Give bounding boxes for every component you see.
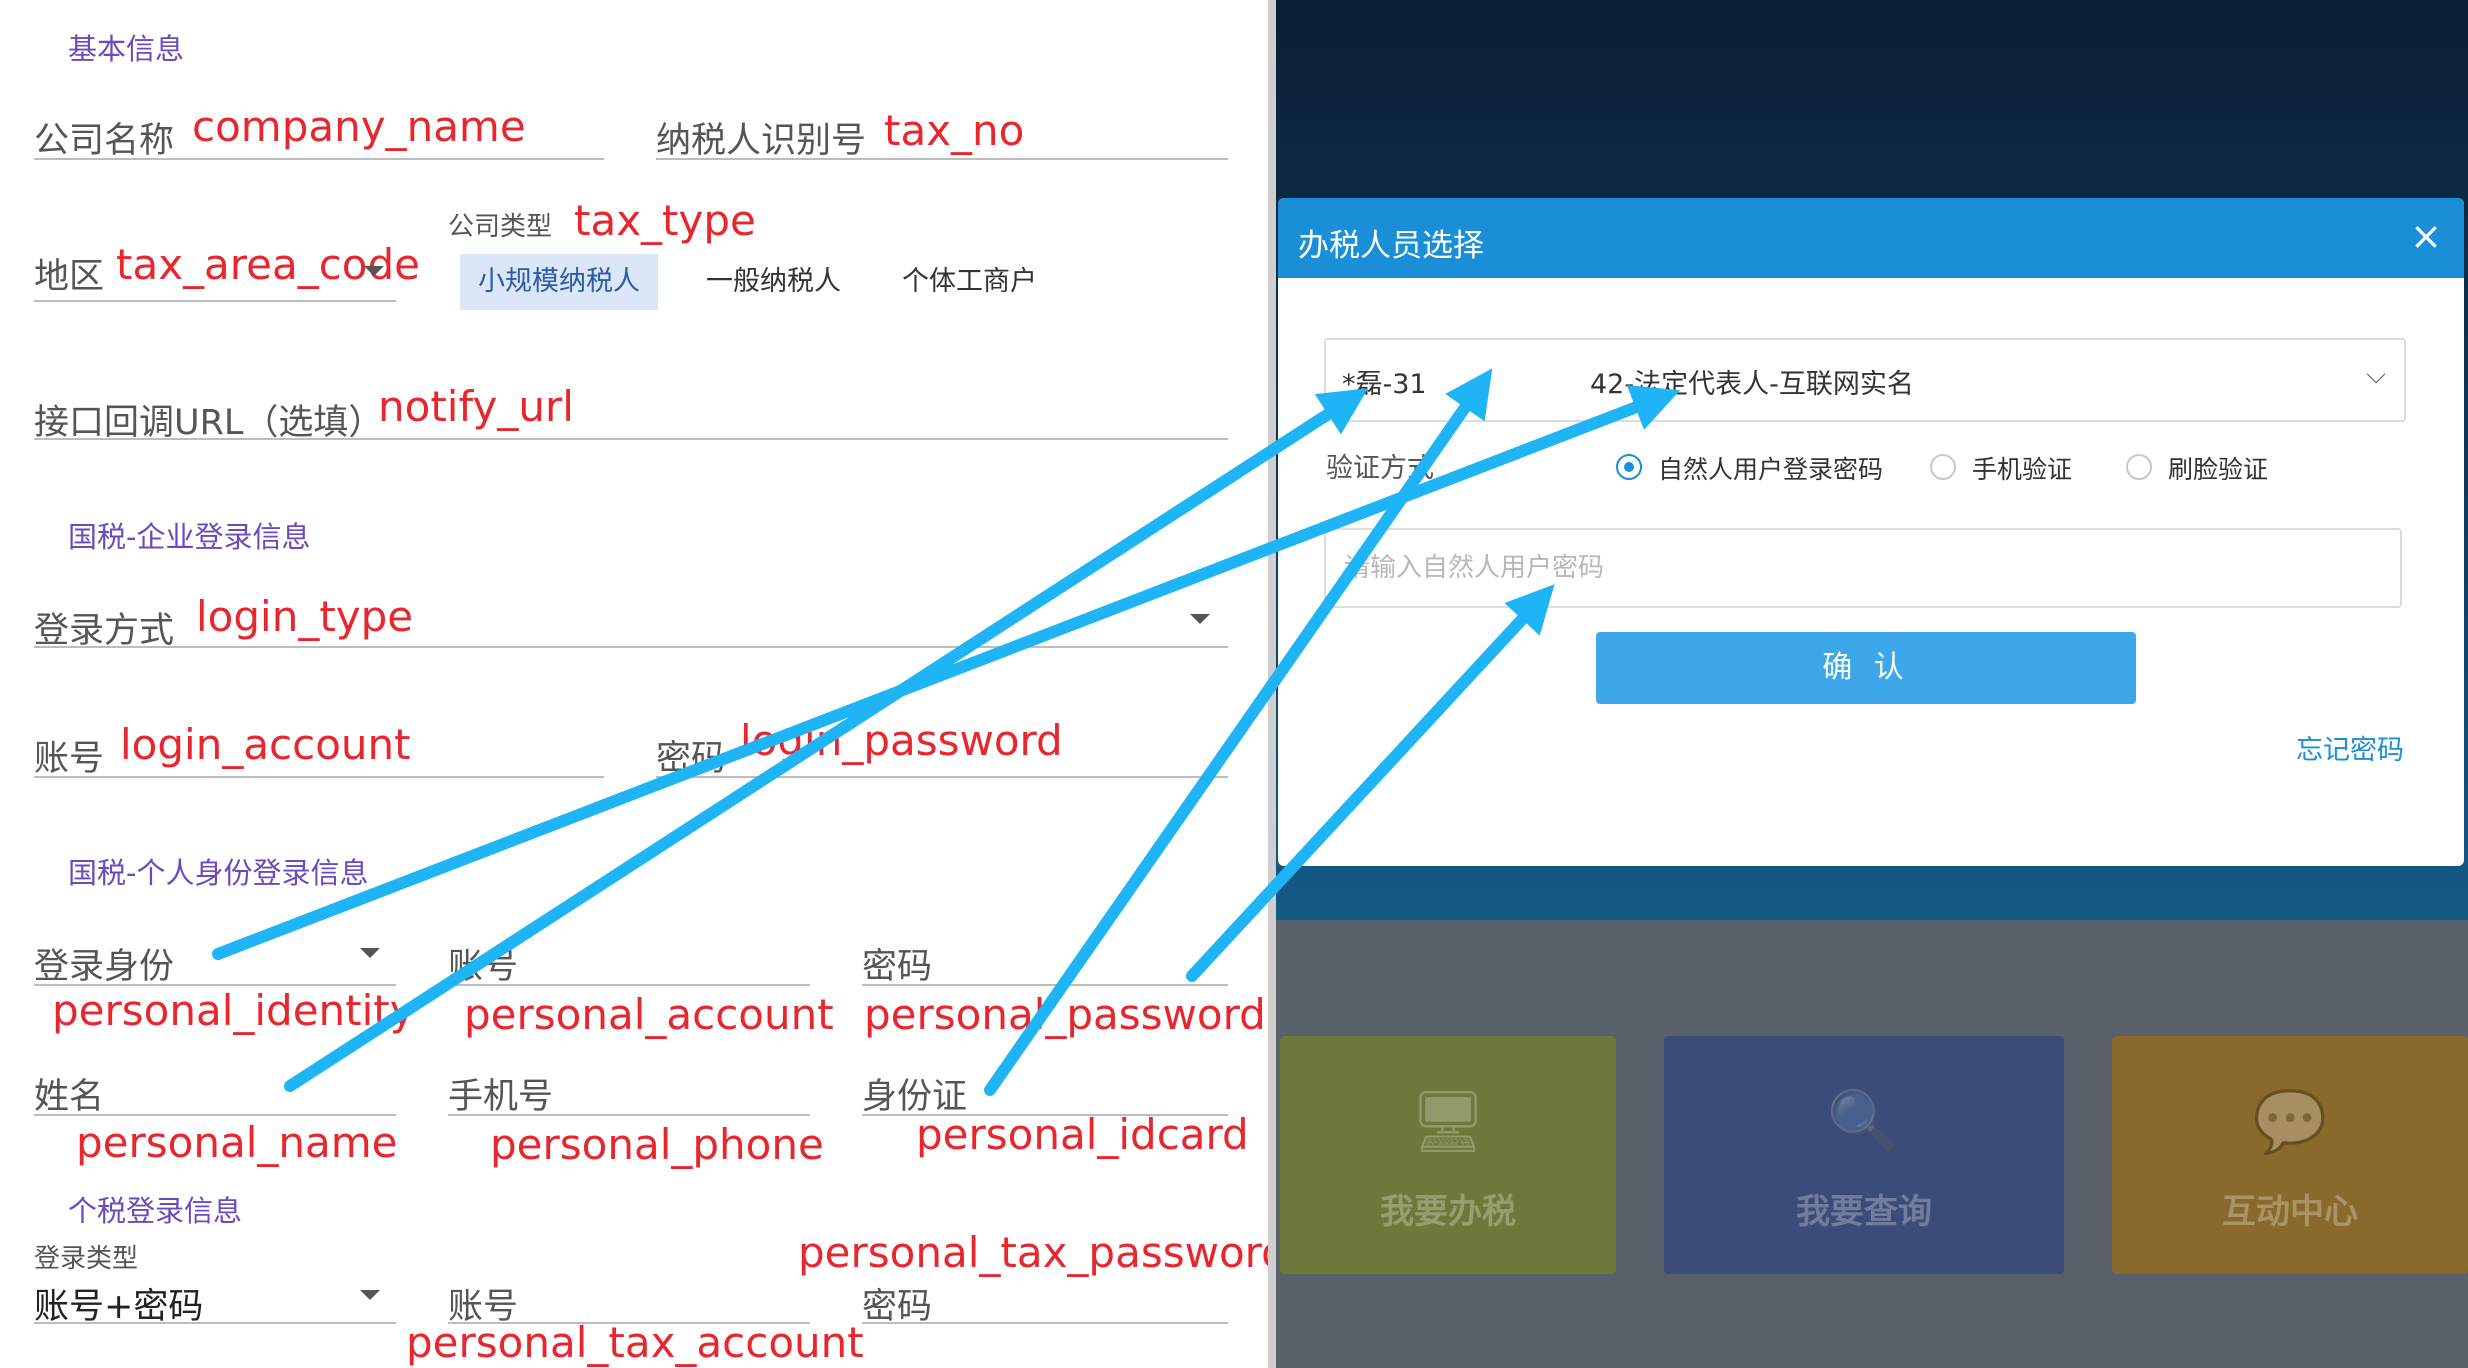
tile-do-tax-label: 我要办税	[1380, 1192, 1516, 1232]
company-type-option-small[interactable]: 小规模纳税人	[460, 254, 658, 310]
dialog-header: 办税人员选择 ×	[1278, 198, 2464, 278]
personal-tax-type-dropdown-caret-icon[interactable]	[360, 1290, 380, 1300]
tile-interaction[interactable]: 💬 互动中心	[2112, 1036, 2468, 1274]
personal-tax-type-underline	[34, 1322, 396, 1324]
login-type-dropdown-caret-icon[interactable]	[1190, 614, 1210, 624]
section-tax-personal-login: 国税-个人身份登录信息	[68, 856, 369, 890]
personal-account-underline	[448, 984, 810, 986]
area-underline	[34, 300, 396, 302]
section-basic-info: 基本信息	[68, 32, 185, 66]
notify-url-underline	[34, 438, 1228, 440]
officer-password-input[interactable]	[1324, 528, 2402, 608]
login-account-field[interactable]: login_account	[120, 720, 411, 769]
personal-account-field[interactable]: personal_account	[464, 990, 834, 1039]
personal-idcard-field[interactable]: personal_idcard	[916, 1110, 1249, 1159]
personal-tax-password-label: 密码	[862, 1287, 933, 1327]
login-account-underline	[34, 776, 604, 778]
personal-tax-type-value[interactable]: 账号+密码	[34, 1287, 204, 1327]
close-icon[interactable]: ×	[2410, 214, 2442, 258]
personal-phone-underline	[448, 1114, 810, 1116]
personal-name-field[interactable]: personal_name	[76, 1118, 398, 1167]
section-tax-company-login: 国税-企业登录信息	[68, 520, 311, 554]
login-type-field[interactable]: login_type	[196, 592, 414, 641]
personal-tax-password-underline	[862, 1322, 1228, 1324]
personal-name-underline	[34, 1114, 396, 1116]
company-type-option-general[interactable]: 一般纳税人	[706, 266, 841, 297]
login-password-underline	[656, 776, 1228, 778]
personal-password-field[interactable]: personal_password	[864, 990, 1266, 1039]
officer-select-role: 42-法定代表人-互联网实名	[1590, 369, 1914, 400]
panel-divider	[1268, 0, 1276, 1368]
company-type-label: 公司类型	[448, 212, 553, 242]
company-name-label: 公司名称	[34, 121, 175, 161]
personal-tax-account-label: 账号	[448, 1287, 519, 1327]
personal-tax-password-field[interactable]: personal_tax_password	[798, 1228, 1288, 1277]
personal-password-label: 密码	[862, 947, 933, 987]
personal-identity-field[interactable]: personal_identity	[52, 986, 415, 1035]
login-password-field[interactable]: login_password	[740, 716, 1063, 765]
login-password-label: 密码	[656, 739, 727, 779]
personal-password-underline	[862, 984, 1228, 986]
forgot-password-link[interactable]: 忘记密码	[2296, 735, 2404, 766]
radio-face-label[interactable]: 刷脸验证	[2168, 455, 2269, 484]
radio-face[interactable]	[2126, 454, 2152, 480]
area-label: 地区	[34, 257, 105, 297]
section-personal-tax-login: 个税登录信息	[68, 1194, 243, 1228]
personal-tax-account-underline	[448, 1322, 810, 1324]
tile-do-tax[interactable]: 🖥 我要办税	[1280, 1036, 1616, 1274]
company-name-field[interactable]: company_name	[192, 102, 526, 151]
dialog-title: 办税人员选择	[1298, 228, 1484, 264]
personal-name-label: 姓名	[34, 1077, 105, 1117]
radio-password[interactable]	[1616, 454, 1642, 480]
personal-account-label: 账号	[448, 947, 519, 987]
personal-identity-label: 登录身份	[34, 947, 175, 987]
search-doc-icon: 🔍	[1826, 1087, 1902, 1157]
area-field[interactable]: tax_area_code	[116, 240, 421, 289]
tax-no-field[interactable]: tax_no	[884, 106, 1025, 155]
confirm-button[interactable]: 确 认	[1596, 632, 2136, 704]
tax-no-label: 纳税人识别号	[656, 121, 867, 161]
company-name-underline	[34, 158, 604, 160]
personal-tax-type-label: 登录类型	[34, 1244, 139, 1274]
area-dropdown-caret-icon[interactable]	[364, 266, 384, 276]
radio-phone[interactable]	[1930, 454, 1956, 480]
login-type-underline	[34, 646, 1228, 648]
chevron-down-icon: ⌵	[2366, 360, 2386, 390]
personal-tax-account-field[interactable]: personal_tax_account	[406, 1318, 864, 1367]
company-type-field: tax_type	[574, 196, 756, 245]
tax-officer-dialog: 办税人员选择 × *磊-31 42-法定代表人-互联网实名 ⌵ 验证方式 自然人…	[1278, 198, 2464, 866]
personal-idcard-underline	[862, 1114, 1228, 1116]
personal-phone-label: 手机号	[448, 1077, 554, 1117]
radio-phone-label[interactable]: 手机验证	[1972, 455, 2073, 484]
tile-interaction-label: 互动中心	[2222, 1192, 2358, 1232]
personal-identity-underline	[34, 984, 396, 986]
verify-method-label: 验证方式	[1326, 453, 1434, 484]
officer-select-name: *磊-31	[1342, 369, 1427, 400]
login-type-label: 登录方式	[34, 611, 175, 651]
chat-icon: 💬	[2252, 1087, 2328, 1157]
monitor-icon: 🖥	[1409, 1087, 1487, 1157]
radio-password-label[interactable]: 自然人用户登录密码	[1658, 455, 1884, 484]
personal-phone-field[interactable]: personal_phone	[490, 1120, 824, 1169]
notify-url-field[interactable]: notify_url	[378, 382, 574, 431]
tile-query-label: 我要查询	[1796, 1192, 1932, 1232]
personal-identity-dropdown-caret-icon[interactable]	[360, 948, 380, 958]
tax-no-underline	[656, 158, 1228, 160]
tile-query[interactable]: 🔍 我要查询	[1664, 1036, 2064, 1274]
company-type-option-individual[interactable]: 个体工商户	[902, 266, 1037, 297]
login-account-label: 账号	[34, 739, 105, 779]
officer-select[interactable]: *磊-31 42-法定代表人-互联网实名 ⌵	[1324, 338, 2406, 422]
merchant-form: 基本信息 公司名称 company_name 纳税人识别号 tax_no 地区 …	[34, 32, 1288, 1367]
